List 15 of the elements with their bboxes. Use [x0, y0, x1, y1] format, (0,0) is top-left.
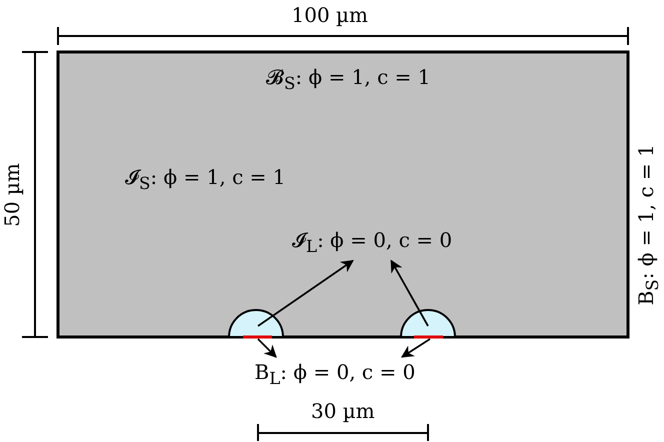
dimension-label: 30 µm — [311, 401, 375, 421]
boundary-segment — [243, 336, 272, 338]
liquid-droplet — [228, 309, 284, 338]
boundary-condition-label: B$_{L}$: ϕ = 0, c = 0 — [254, 362, 416, 388]
boundary-condition-label: 𝓘$_{L}$: ϕ = 0, c = 0 — [292, 230, 452, 256]
liquid-droplet — [400, 309, 456, 338]
arrow — [390, 260, 429, 326]
arrow — [257, 338, 277, 358]
dimension-label: 50 µm — [2, 163, 22, 227]
boundary-segment — [414, 336, 443, 338]
arrow — [257, 260, 354, 327]
boundary-condition-label: 𝓘$_{S}$: ϕ = 1, c = 1 — [125, 167, 286, 193]
boundary-condition-label: 𝓑$_{S}$: ϕ = 1, c = 1 — [266, 67, 430, 93]
dimension-label: 100 µm — [292, 5, 368, 25]
arrow — [400, 338, 430, 358]
